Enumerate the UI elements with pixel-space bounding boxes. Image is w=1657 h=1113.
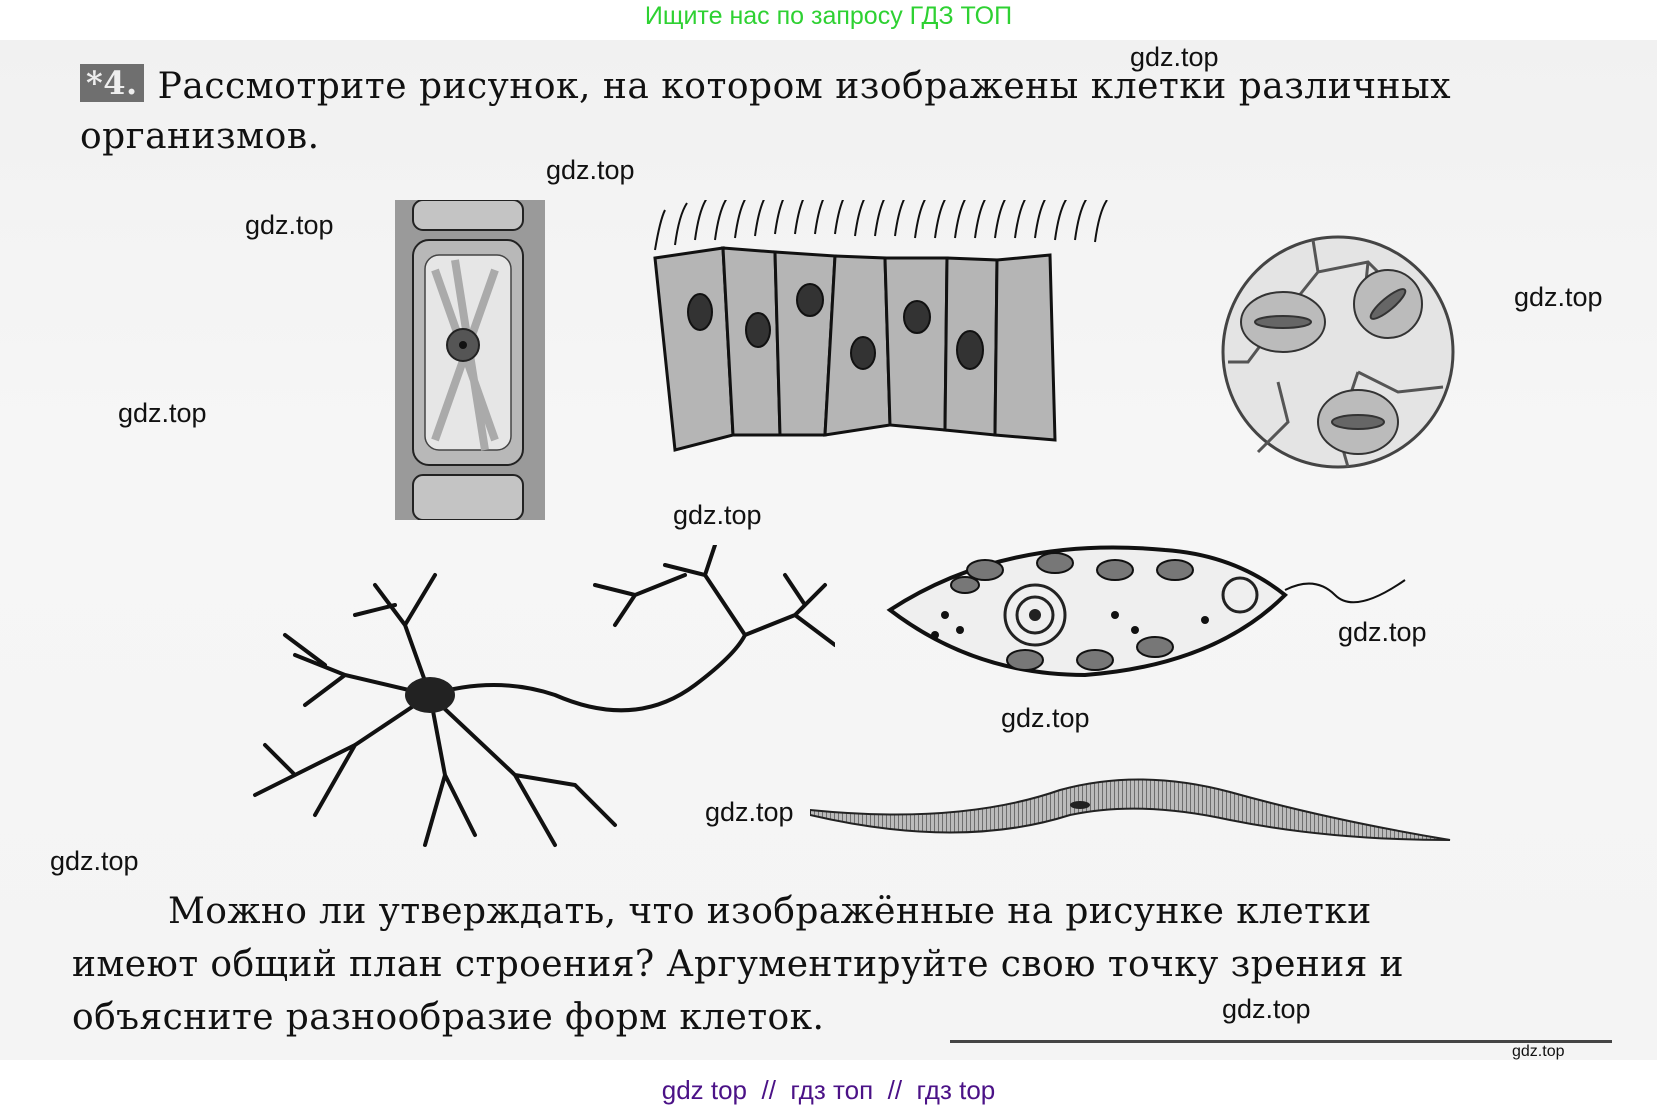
watermark: gdz.top (1222, 994, 1311, 1024)
task-number-badge: *4. (80, 64, 144, 102)
question-line-2: имеют общий план строения? Аргументируйт… (72, 944, 1404, 985)
stomata-illustration (1221, 235, 1455, 469)
watermark: gdz.top (705, 797, 794, 827)
answer-line[interactable] (950, 1040, 1612, 1043)
smooth-muscle-cell-illustration (810, 778, 1451, 841)
watermark: gdz.top (118, 398, 207, 428)
textbook-page (0, 40, 1657, 1060)
watermark: gdz.top (1001, 703, 1090, 733)
question-line-3: объясните разнообразие форм клеток. (72, 997, 825, 1038)
neuron-illustration (253, 545, 835, 847)
top-banner: Ищите нас по запросу ГДЗ ТОП (644, 2, 1013, 30)
watermark: gdz.top (1512, 1043, 1565, 1060)
watermark: gdz.top (245, 210, 334, 240)
task-text: Рассмотрите рисунок, на котором изображе… (80, 66, 1451, 157)
footer-watermark: gdz top // гдз топ // гдз top (661, 1075, 996, 1105)
plant-cell-illustration (395, 200, 545, 520)
watermark: gdz.top (546, 155, 635, 185)
watermark: gdz.top (673, 500, 762, 530)
question-line-1: Можно ли утверждать, что изображённые на… (168, 891, 1372, 932)
question-text: Можно ли утверждать, что изображённые на… (72, 885, 1532, 1044)
watermark: gdz.top (1338, 617, 1427, 647)
watermark: gdz.top (1514, 282, 1603, 312)
euglena-illustration (886, 545, 1406, 678)
ciliated-epithelium-illustration (653, 200, 1108, 452)
watermark: gdz.top (1130, 42, 1219, 72)
task-statement: *4.Рассмотрите рисунок, на котором изобр… (80, 62, 1530, 162)
watermark: gdz.top (50, 846, 139, 876)
